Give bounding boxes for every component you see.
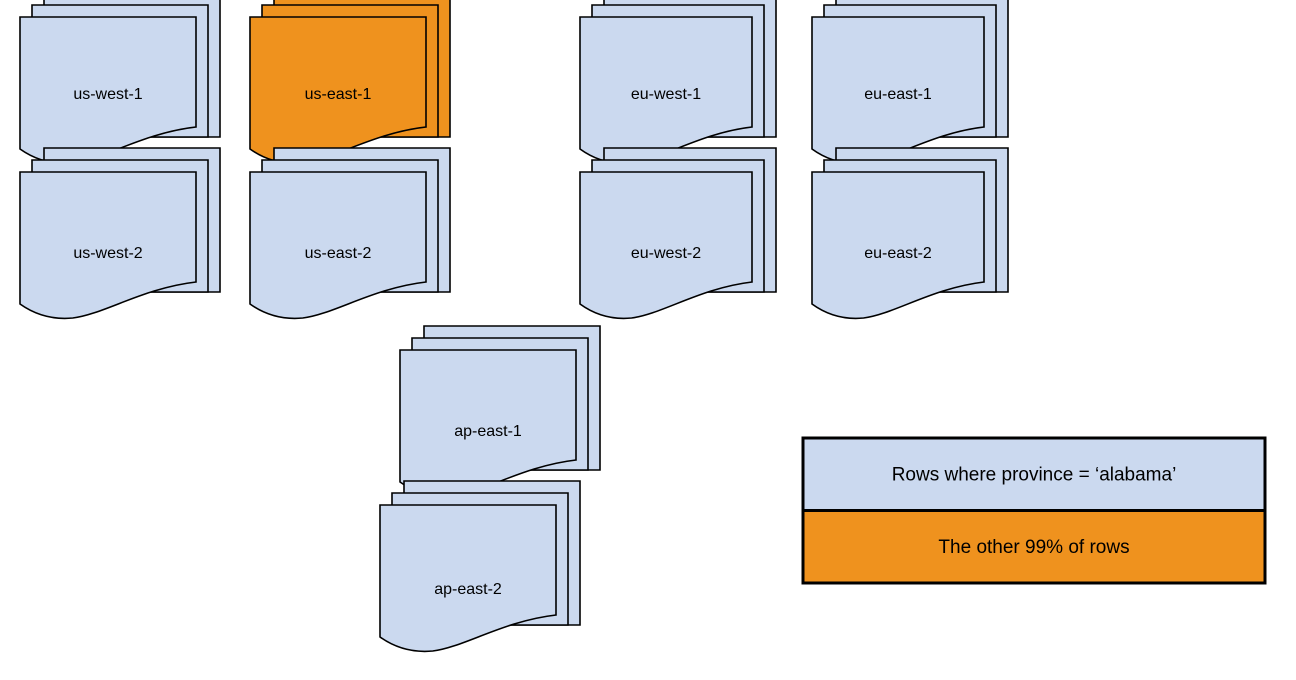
stack-front-sheet: [811, 171, 985, 320]
document-stack-eu-west-2[interactable]: eu-west-2: [579, 147, 777, 320]
stack-front-sheet: [579, 171, 753, 320]
document-stacks-layer: us-west-1 us-east-1 eu-west-1 eu-east-1 us-w…: [19, 0, 1009, 653]
document-stack-eu-east-2[interactable]: eu-east-2: [811, 147, 1009, 320]
legend-orange-swatch: [801, 509, 1267, 585]
legend-orange-label: The other 99% of rows: [938, 537, 1129, 558]
stack-front-sheet: [379, 504, 557, 653]
stack-label-eu-east-2: eu-east-2: [864, 245, 932, 262]
document-stack-us-west-2[interactable]: us-west-2: [19, 147, 221, 320]
stack-label-us-east-2: us-east-2: [305, 245, 372, 262]
document-stack-ap-east-2[interactable]: ap-east-2: [379, 480, 581, 653]
stack-label-us-east-1: us-east-1: [305, 86, 372, 103]
stack-label-eu-west-1: eu-west-1: [631, 86, 701, 103]
document-stack-eu-west-1[interactable]: eu-west-1: [579, 0, 777, 165]
stack-label-us-west-1: us-west-1: [73, 86, 142, 103]
stack-label-eu-west-2: eu-west-2: [631, 245, 701, 262]
legend-blue-swatch: [801, 436, 1267, 512]
stack-label-ap-east-2: ap-east-2: [434, 581, 502, 598]
stack-label-eu-east-1: eu-east-1: [864, 86, 932, 103]
stack-label-ap-east-1: ap-east-1: [454, 423, 522, 440]
document-stack-us-east-2[interactable]: us-east-2: [249, 147, 451, 320]
stack-front-sheet: [249, 171, 427, 320]
legend: Rows where province = ‘alabama’ The other…: [801, 436, 1267, 585]
document-stack-ap-east-1[interactable]: ap-east-1: [399, 325, 601, 498]
document-stack-eu-east-1[interactable]: eu-east-1: [811, 0, 1009, 165]
document-stack-us-east-1[interactable]: us-east-1: [249, 0, 451, 165]
legend-blue-label: Rows where province = ‘alabama’: [892, 464, 1177, 485]
document-stack-us-west-1[interactable]: us-west-1: [19, 0, 221, 165]
stack-front-sheet: [19, 171, 197, 320]
stack-label-us-west-2: us-west-2: [73, 245, 142, 262]
